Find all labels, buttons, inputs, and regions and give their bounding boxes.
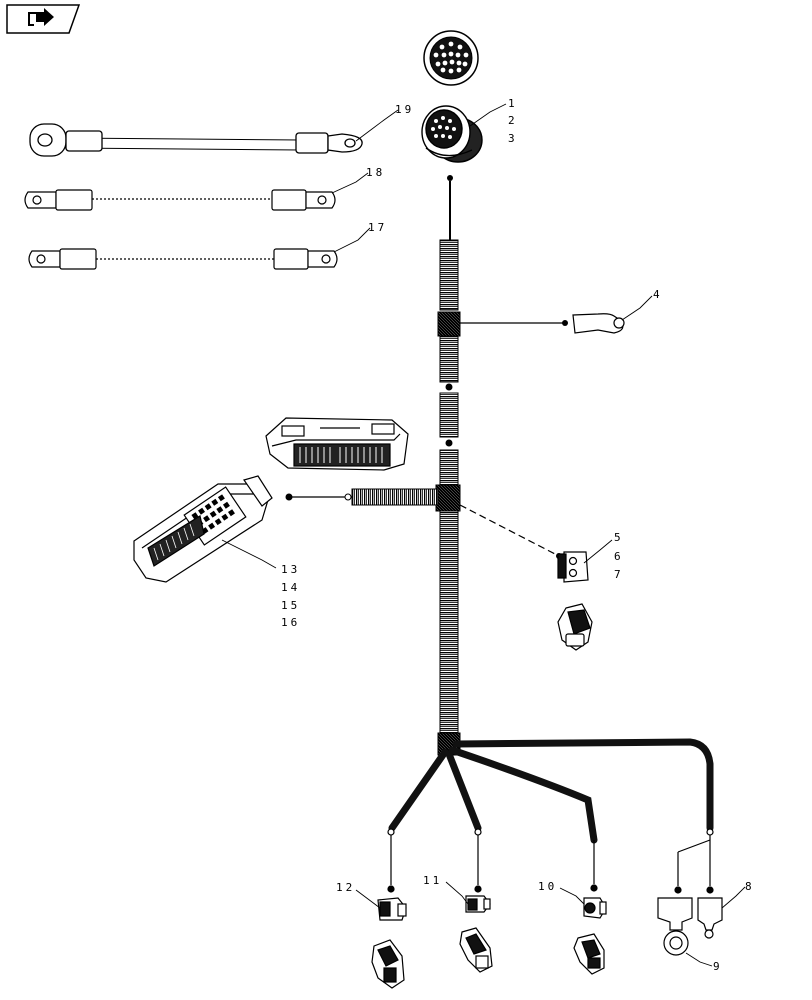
round-connector-body <box>421 105 483 163</box>
sensor-connector-12 <box>377 897 407 921</box>
turn-page-arrow-icon <box>28 8 54 26</box>
battery-cable-17 <box>28 248 338 270</box>
ecu-connector <box>133 475 273 583</box>
turn-page-button[interactable] <box>6 4 81 34</box>
callout-9: 9 <box>713 960 723 973</box>
mating-connector-12 <box>371 939 405 989</box>
callout-18: 18 <box>366 166 385 179</box>
connector-pin-dot <box>447 175 453 181</box>
sensor-connector-10 <box>583 897 607 919</box>
battery-cable-19 <box>29 123 363 157</box>
callout-14: 14 <box>281 581 300 594</box>
branch-taps <box>387 828 714 894</box>
callout-4: 4 <box>653 288 663 301</box>
lower-harness-branches <box>388 738 714 844</box>
callout-12: 12 <box>336 881 355 894</box>
mating-connector-10 <box>573 933 605 975</box>
mating-connector-11 <box>459 927 493 973</box>
callout-15: 15 <box>281 599 300 612</box>
ecu-branch <box>285 488 439 506</box>
sensor-connector-11 <box>465 895 491 913</box>
ground-eyelet-terminal <box>572 313 625 334</box>
callout-3: 3 <box>508 132 518 145</box>
callout-17: 17 <box>368 221 387 234</box>
two-pin-connector <box>557 551 589 583</box>
ecu-module-side-view <box>265 417 409 471</box>
callout-1: 1 <box>508 97 518 110</box>
terminal-9 <box>657 897 693 956</box>
callout-16: 16 <box>281 616 300 629</box>
callout-6: 6 <box>614 550 624 563</box>
callout-10: 10 <box>538 880 557 893</box>
terminal-8 <box>697 897 723 939</box>
callout-19: 19 <box>395 103 414 116</box>
callout-7: 7 <box>614 568 624 581</box>
round-connector-face <box>423 30 479 86</box>
main-harness-trunk <box>435 239 461 756</box>
mating-connector-5 <box>557 603 593 651</box>
callout-2: 2 <box>508 114 518 127</box>
callout-8: 8 <box>745 880 755 893</box>
callout-11: 11 <box>423 874 442 887</box>
callout-labels: 1 2 3 4 5 6 7 8 9 10 11 12 13 14 15 16 1… <box>281 97 755 973</box>
battery-cable-18 <box>24 189 336 211</box>
callout-13: 13 <box>281 563 300 576</box>
leader-lines <box>221 103 746 967</box>
callout-5: 5 <box>614 531 624 544</box>
